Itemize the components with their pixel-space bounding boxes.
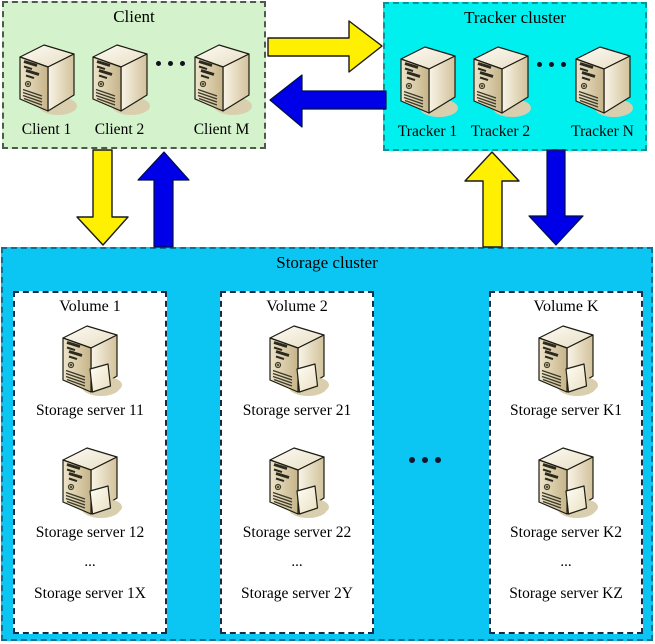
storage-cluster-title: Storage cluster — [276, 253, 378, 272]
storage-node: Storage server 22 — [243, 442, 351, 542]
client-cluster-title: Client — [113, 7, 155, 26]
storage-server-icon — [58, 320, 122, 400]
volume-k-box: Volume K Storage server K1 Storage serve… — [489, 291, 643, 634]
arrow-storage-to-client — [137, 151, 190, 248]
volume-title: Volume K — [533, 298, 599, 315]
storage-server-icon — [265, 320, 329, 400]
arrow-tracker-to-storage — [528, 149, 584, 246]
volume-2-box: Volume 2 Storage server 21 Storage serve… — [220, 291, 374, 634]
tracker-node-n: Tracker N — [566, 41, 639, 141]
storage-node: Storage server 11 — [36, 320, 144, 420]
storage-server-icon — [534, 442, 598, 522]
ellipsis-dots-icon — [156, 60, 185, 66]
volume-ellipsis: ... — [560, 554, 572, 570]
server-tower-icon — [399, 45, 459, 119]
tracker-node-label: Tracker 1 — [397, 123, 458, 140]
volume-ellipsis: ... — [84, 554, 96, 570]
tracker-cluster-title: Tracker cluster — [464, 8, 566, 27]
server-tower-icon — [18, 43, 78, 117]
server-tower-icon — [574, 45, 634, 119]
ellipsis-dots-icon — [537, 62, 566, 67]
arrow-client-to-tracker — [267, 20, 383, 73]
storage-server-icon — [265, 442, 329, 522]
storage-node: Storage server K2 — [510, 442, 622, 542]
tracker-node-2: Tracker 2 — [464, 41, 537, 141]
volume-1-box: Volume 1 Storage server 11 Storage serve… — [13, 291, 167, 634]
tracker-node-label: Tracker N — [571, 123, 634, 140]
storage-node-label: Storage server 21 — [242, 402, 352, 419]
arrow-client-to-storage — [76, 149, 129, 246]
storage-server-icon — [58, 442, 122, 522]
storage-node-label: Storage server 12 — [35, 524, 145, 541]
storage-server-icon — [534, 320, 598, 400]
server-tower-icon — [472, 45, 532, 119]
client-cluster-box: Client Client 1 Client 2 Client M — [2, 1, 266, 149]
client-node-m: Client M — [185, 39, 258, 139]
client-node-row: Client 1 Client 2 Client M — [4, 25, 264, 147]
storage-node: Storage server K1 — [510, 320, 622, 420]
client-node-2: Client 2 — [83, 39, 156, 139]
volume-title: Volume 1 — [59, 298, 121, 315]
server-tower-icon — [193, 43, 253, 117]
volume-ellipsis: ... — [291, 554, 303, 570]
storage-node-label: Storage server K1 — [510, 402, 622, 419]
arrow-tracker-to-client — [269, 74, 387, 128]
client-node-label: Client 1 — [21, 121, 72, 138]
storage-node: Storage server 21 — [243, 320, 351, 420]
arrow-storage-to-tracker — [464, 151, 520, 248]
ellipsis-dots-icon — [409, 457, 441, 463]
server-tower-icon — [91, 43, 151, 117]
tracker-node-row: Tracker 1 Tracker 2 Tracker N — [385, 26, 645, 149]
storage-node: Storage server 12 — [36, 442, 144, 542]
storage-node-label: Storage server 2Y — [241, 585, 353, 602]
volume-title: Volume 2 — [266, 298, 328, 315]
storage-node-label: Storage server K2 — [510, 524, 622, 541]
storage-node-label: Storage server 1X — [34, 585, 146, 602]
storage-node-label: Storage server KZ — [509, 585, 623, 602]
tracker-node-label: Tracker 2 — [470, 123, 531, 140]
storage-node-label: Storage server 22 — [242, 524, 352, 541]
storage-cluster-box: Storage cluster Volume 1 Storage server … — [1, 247, 653, 641]
client-node-1: Client 1 — [10, 39, 83, 139]
tracker-cluster-box: Tracker cluster Tracker 1 Tracker 2 Trac… — [383, 2, 647, 151]
client-node-label: Client M — [193, 121, 250, 138]
tracker-node-1: Tracker 1 — [391, 41, 464, 141]
client-node-label: Client 2 — [94, 121, 145, 138]
storage-node-label: Storage server 11 — [36, 402, 144, 419]
